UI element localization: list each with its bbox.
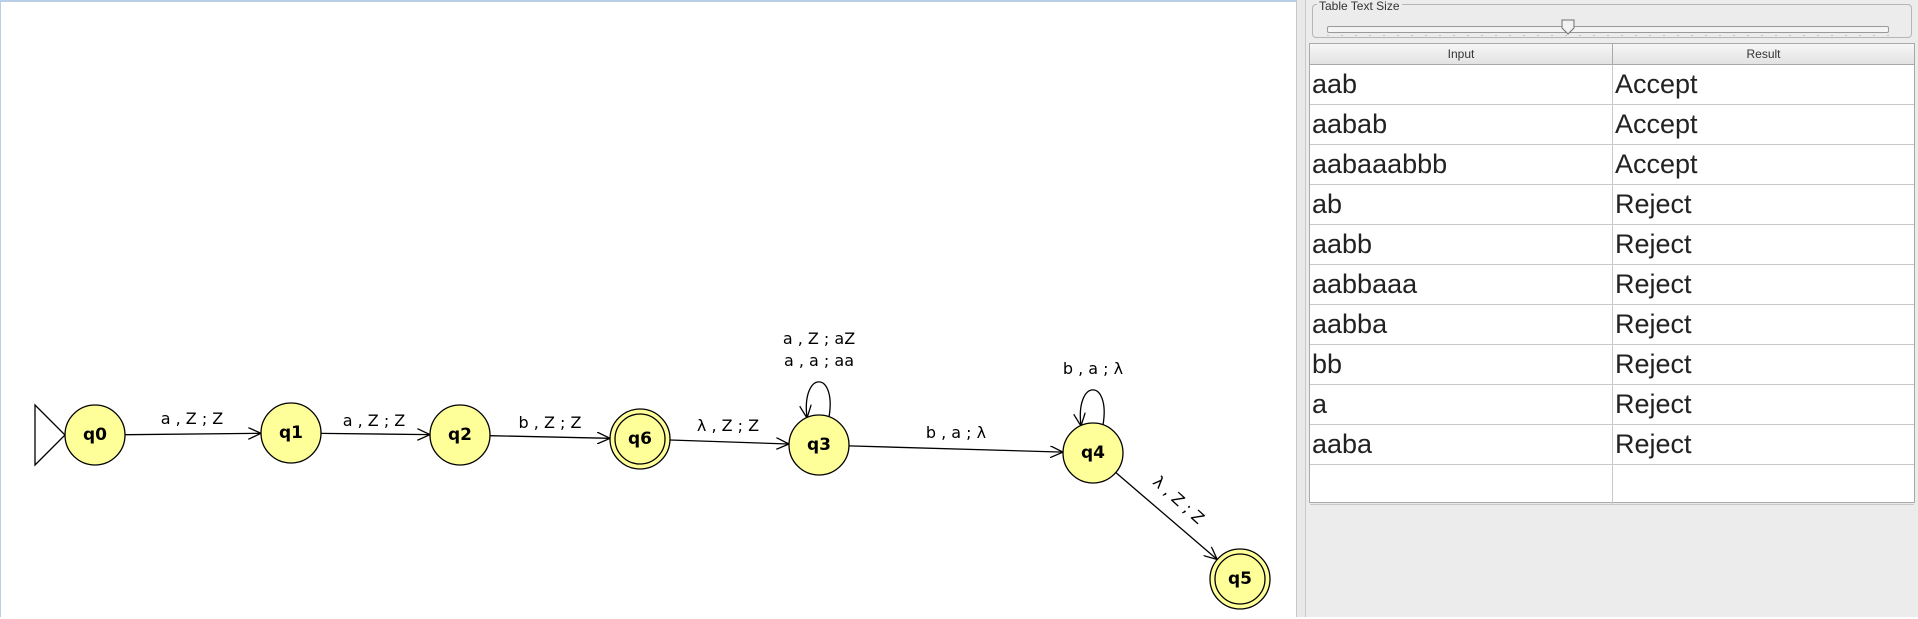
transition-label[interactable]: a , Z ; Z (161, 409, 224, 428)
transition-arrow-q1-q2[interactable] (320, 433, 430, 434)
result-cell: Reject (1615, 189, 1692, 219)
state-circle[interactable] (260, 402, 322, 464)
state-label: q6 (628, 429, 652, 449)
result-cell: Accept (1615, 149, 1698, 179)
final-state-ring (1214, 553, 1266, 605)
transition-arrow-q0-q1[interactable] (124, 433, 261, 434)
transition-label[interactable]: b , a ; λ (926, 423, 986, 442)
state-q3[interactable]: q3 (788, 414, 850, 476)
state-q1[interactable]: q1 (260, 402, 322, 464)
state-q2[interactable]: q2 (429, 404, 491, 466)
transition-label[interactable]: λ , Z ; Z (697, 416, 759, 435)
state-nodes[interactable]: q0 q1 q2 q6 q3 q4 q5 (34, 402, 1271, 610)
transition-label[interactable]: a , Z ; aZ (783, 329, 855, 348)
transition-arrow-q3-q3[interactable] (806, 381, 831, 418)
input-cell[interactable]: aabbaaa (1310, 265, 1613, 304)
state-label: q0 (83, 425, 107, 445)
result-cell: Accept (1615, 69, 1698, 99)
final-state-ring (614, 413, 666, 465)
slider-title: Table Text Size (1317, 0, 1402, 13)
state-q5[interactable]: q5 (1209, 548, 1271, 610)
state-label: q5 (1228, 569, 1252, 589)
transition-arrow-q4-q5[interactable] (1115, 472, 1217, 560)
result-cell: Reject (1615, 429, 1692, 459)
transition-arrow-q6-q3[interactable] (669, 440, 789, 444)
state-q4[interactable]: q4 (1062, 422, 1124, 484)
transition-arrow-q3-q4[interactable] (848, 445, 1063, 452)
input-cell[interactable] (1310, 465, 1613, 504)
transition-arrow-q2-q6[interactable] (489, 436, 610, 439)
initial-state-marker (34, 403, 66, 467)
transition-label[interactable]: λ , Z ; Z (1149, 472, 1208, 528)
result-cell: Accept (1615, 109, 1698, 139)
input-cell[interactable]: bb (1310, 345, 1613, 384)
text-size-slider-track[interactable] (1327, 26, 1889, 33)
automaton-canvas[interactable]: a , Z ; Z a , Z ; Z b , Z ; Z λ , Z ; Z a , … (0, 0, 1296, 617)
state-label: q2 (448, 425, 472, 445)
slider-ticks (1327, 35, 1889, 36)
result-cell: Reject (1615, 349, 1692, 379)
text-size-slider-thumb[interactable] (1561, 19, 1575, 35)
column-header-result[interactable]: Result (1746, 47, 1781, 61)
result-cell: Reject (1615, 309, 1692, 339)
split-pane-divider[interactable] (1296, 0, 1306, 617)
state-circle[interactable] (788, 414, 850, 476)
transition-edges (124, 381, 1217, 560)
input-cell[interactable]: a (1310, 385, 1613, 424)
automaton-diagram[interactable]: a , Z ; Z a , Z ; Z b , Z ; Z λ , Z ; Z a , … (1, 2, 1297, 619)
state-q0[interactable]: q0 (34, 403, 126, 467)
state-circle[interactable] (1062, 422, 1124, 484)
state-label: q1 (279, 423, 303, 443)
input-cell[interactable]: aabab (1310, 105, 1613, 144)
state-label: q4 (1081, 443, 1105, 463)
table-header: Input Result (1310, 44, 1914, 65)
input-cell[interactable]: aabb (1310, 225, 1613, 264)
result-cell: Reject (1615, 389, 1692, 419)
transition-label[interactable]: a , Z ; Z (343, 411, 406, 430)
table-text-size-group: Table Text Size (1312, 0, 1912, 38)
transition-label[interactable]: b , Z ; Z (519, 413, 582, 432)
state-circle[interactable] (64, 404, 126, 466)
table-row-empty[interactable] (1310, 465, 1914, 505)
input-cell[interactable]: aabba (1310, 305, 1613, 344)
column-header-input[interactable]: Input (1310, 44, 1613, 64)
transition-arrow-q4-q4[interactable] (1080, 389, 1105, 426)
state-q6[interactable]: q6 (609, 408, 671, 470)
result-cell: Reject (1615, 229, 1692, 259)
input-cell[interactable]: ab (1310, 185, 1613, 224)
state-label: q3 (807, 435, 831, 455)
transition-label[interactable]: a , a ; aa (784, 351, 854, 370)
input-cell[interactable]: aaba (1310, 425, 1613, 464)
transition-label[interactable]: b , a ; λ (1063, 359, 1123, 378)
result-cell (1613, 465, 1914, 504)
input-cell[interactable]: aab (1310, 65, 1613, 104)
result-cell: Reject (1615, 269, 1692, 299)
state-circle[interactable] (429, 404, 491, 466)
input-cell[interactable]: aabaaabbb (1310, 145, 1613, 184)
